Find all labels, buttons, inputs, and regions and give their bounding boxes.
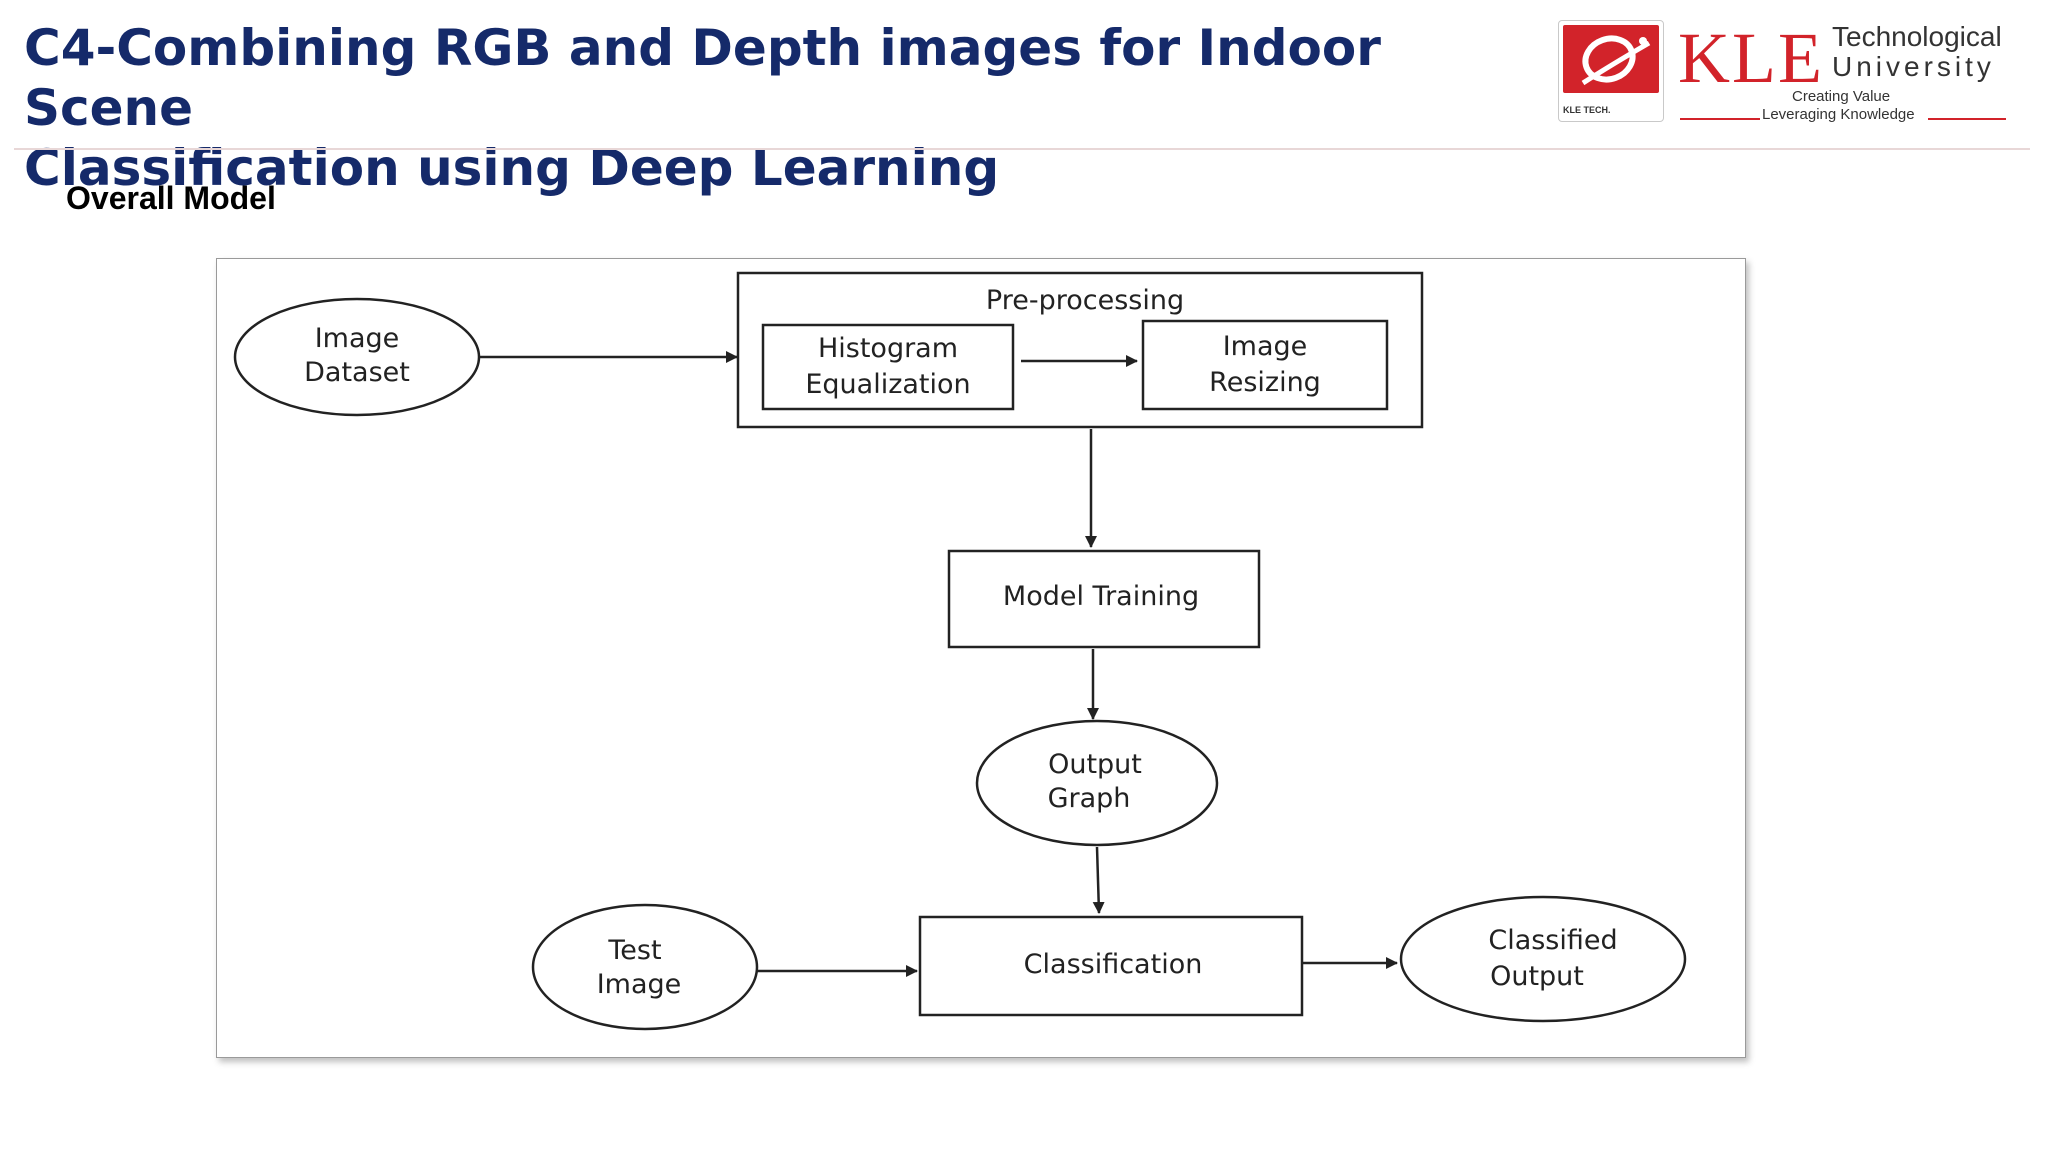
logo-badge: KLE TECH. [1558, 20, 1664, 122]
logo-wordmark: KLE [1678, 18, 1824, 98]
label-classified-output-1: Classified [1488, 925, 1617, 956]
logo-tagline2: Leveraging Knowledge [1762, 106, 1915, 123]
label-model-training: Model Training [1003, 581, 1199, 612]
node-test-image [531, 903, 759, 1031]
label-histogram-1: Histogram [818, 333, 958, 364]
logo-rule-right [1928, 118, 2006, 120]
label-image-dataset-2: Dataset [304, 357, 410, 388]
node-preprocessing [736, 271, 1424, 429]
node-model-training [947, 549, 1261, 649]
label-preprocessing: Pre-processing [986, 285, 1184, 316]
kle-tech-logo: KLE TECH. KLE Technological University C… [1556, 18, 2016, 130]
label-resizing-1: Image [1223, 331, 1308, 362]
label-histogram-2: Equalization [805, 369, 970, 400]
label-test-image-2: Image [597, 969, 682, 1000]
label-classification: Classification [1024, 949, 1203, 980]
node-output-graph [975, 719, 1219, 847]
title-divider [14, 148, 2030, 150]
label-resizing-2: Resizing [1209, 367, 1321, 398]
slide-title: C4-Combining RGB and Depth images for In… [24, 18, 1504, 198]
node-image-resizing [1141, 319, 1389, 411]
logo-rule-left [1680, 118, 1760, 120]
logo-tagline1: Creating Value [1792, 88, 1891, 105]
node-classified-output [1399, 895, 1687, 1023]
slide-title-line1: C4-Combining RGB and Depth images for In… [24, 19, 1381, 137]
logo-line1: Technological [1832, 21, 2002, 52]
logo-emblem-icon [1581, 35, 1651, 86]
node-histogram-equalization [761, 323, 1015, 411]
section-heading: Overall Model [66, 180, 276, 216]
label-classified-output-2: Output [1490, 961, 1584, 992]
label-image-dataset-1: Image [315, 323, 400, 354]
diagram-frame: Image Dataset Pre-processing Histogram E… [216, 258, 1746, 1058]
label-test-image-1: Test [607, 935, 661, 966]
flow-diagram: Image Dataset Pre-processing Histogram E… [233, 271, 1687, 1031]
node-classification [918, 915, 1304, 1017]
logo-badge-text: KLE TECH. [1563, 105, 1611, 115]
logo-line2: University [1832, 51, 1995, 82]
logo-badge-emblem [1563, 25, 1659, 93]
label-output-graph-1: Output [1048, 749, 1142, 780]
arrow-graph-to-classification [1092, 846, 1105, 914]
label-output-graph-2: Graph [1048, 783, 1131, 814]
